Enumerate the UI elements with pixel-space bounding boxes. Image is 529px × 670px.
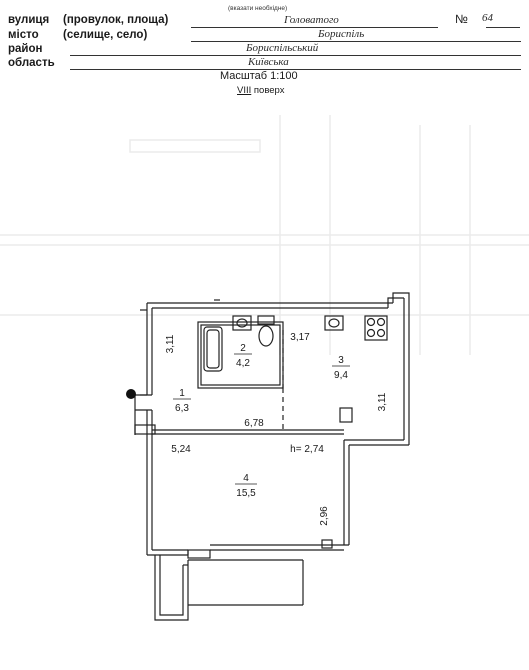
floor-word: поверх [253,85,285,96]
dim-524: 5,24 [171,444,191,455]
number-sign: № [455,12,468,26]
region-underline [70,69,521,70]
number-underline [486,27,520,28]
region-value: Київська [248,56,289,68]
dim-678: 6,78 [244,418,264,429]
dim-311-left: 3,11 [165,334,176,353]
room-2-id: 2 [240,343,246,354]
region-label: область [8,57,55,69]
entry-marker-icon [126,389,136,399]
city-value: Бориспіль [318,28,365,40]
dim-317: 3,17 [290,332,310,343]
street-value: Головатого [284,14,339,26]
reverse-side-shadow [0,115,529,355]
room-1-area: 6,3 [175,403,189,414]
room-1-id: 1 [179,388,185,399]
room-3-area: 9,4 [334,370,348,381]
city-label: місто [8,29,39,41]
room-4-area: 15,5 [236,488,256,499]
number-value: 64 [482,12,493,24]
room-4-id: 4 [243,473,249,484]
form-note: (вказати необхідне) [228,5,288,12]
dim-296: 2,96 [319,506,330,526]
city-underline [191,41,521,42]
street-label: вулиця [8,14,50,26]
room-3-id: 3 [338,355,344,366]
street-underline [191,27,438,28]
floor-label: VIII поверх [237,85,284,96]
ceiling-height: h= 2,74 [290,444,324,455]
scale-label: Масштаб 1:100 [220,70,298,82]
district-label: район [8,43,43,55]
district-value: Бориспільський [246,42,319,54]
district-underline [70,55,521,56]
city-type-label: (селище, село) [63,29,148,41]
street-type-label: (провулок, площа) [63,14,169,26]
dim-311-right: 3,11 [377,392,388,411]
floor-number: VIII [237,85,252,96]
room-2-area: 4,2 [236,358,250,369]
